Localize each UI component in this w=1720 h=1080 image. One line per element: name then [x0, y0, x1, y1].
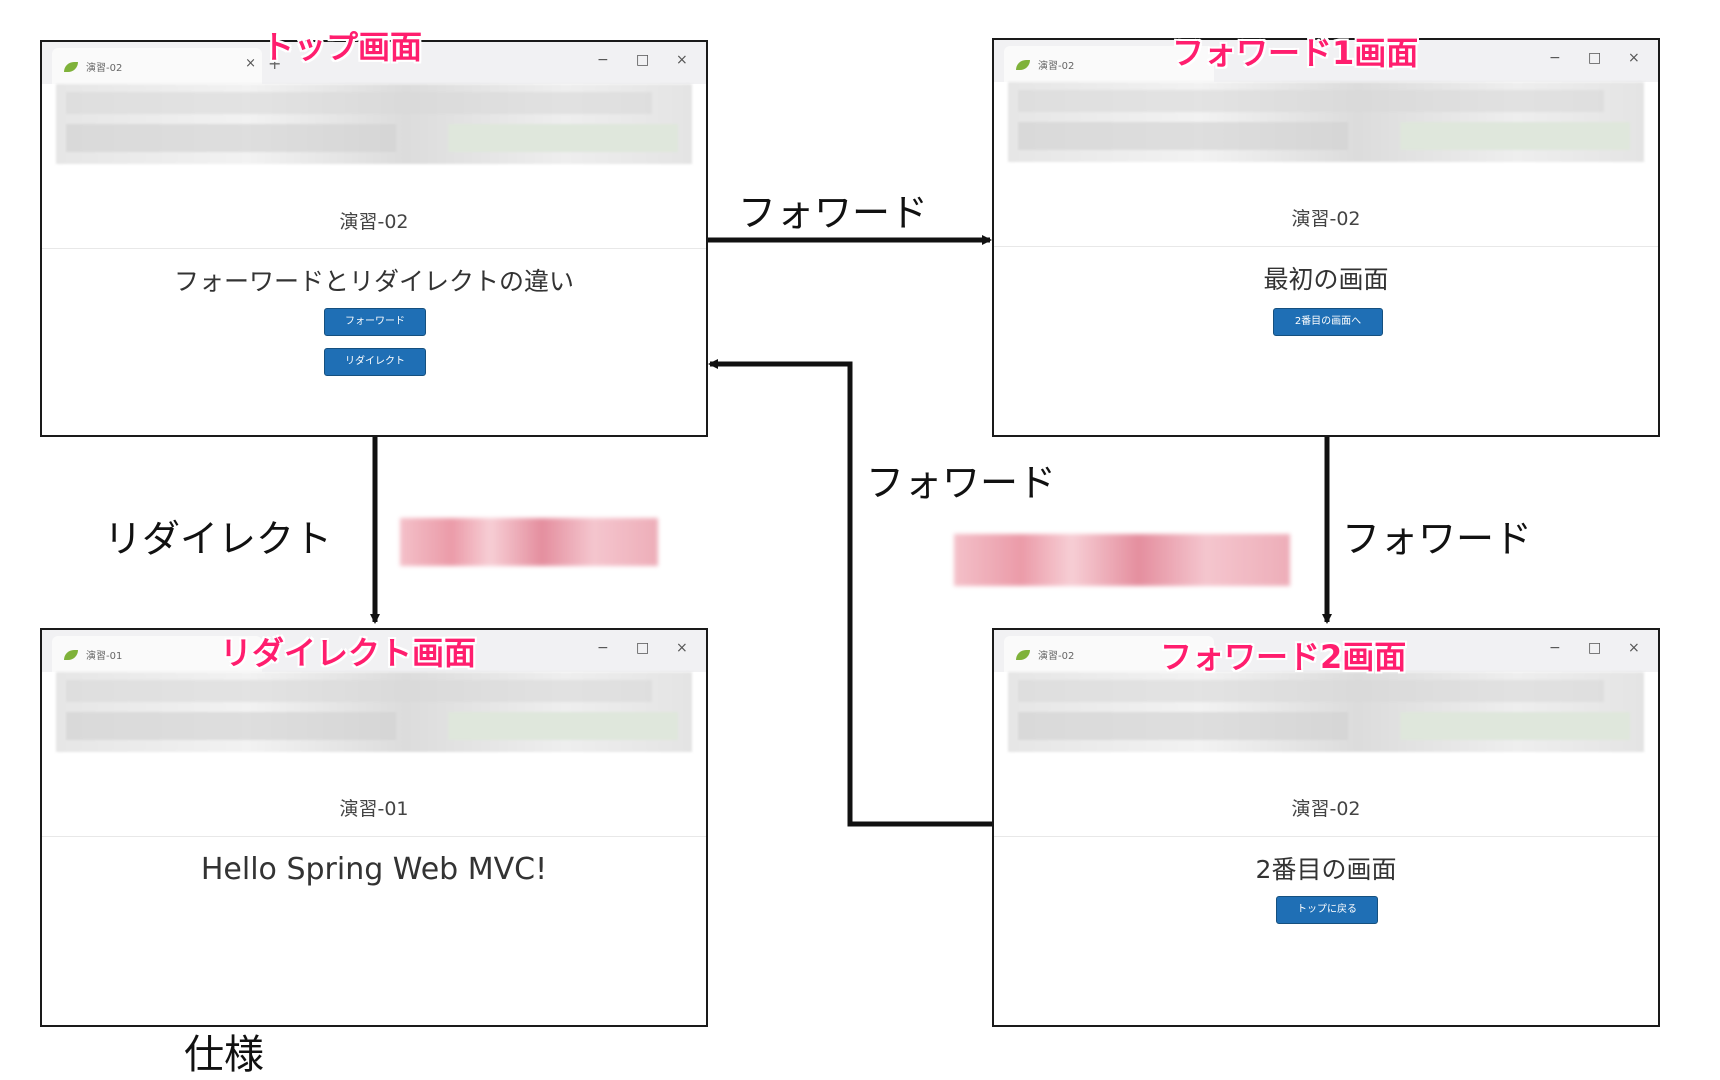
screen-title-top: トップ画面	[262, 28, 423, 66]
to-second-page-button[interactable]: 2番目の画面へ	[1273, 308, 1383, 336]
tab-close-icon[interactable]: ×	[245, 56, 256, 71]
redirect-button[interactable]: リダイレクト	[324, 348, 426, 376]
close-icon[interactable]: ×	[1628, 640, 1640, 656]
page-heading: 演習-02	[339, 211, 409, 233]
page-main-text: Hello Spring Web MVC!	[200, 852, 548, 887]
spring-leaf-icon	[1016, 60, 1030, 70]
blurred-address-bar	[56, 672, 692, 752]
spring-leaf-icon	[1016, 650, 1030, 660]
tab-title: 演習-01	[86, 651, 123, 662]
window-top: 演習-02 × + − □ × 演習-02 フォーワードとリダイレクトの違い フ…	[40, 40, 708, 437]
tab-title: 演習-02	[1038, 651, 1075, 662]
back-to-top-button[interactable]: トップに戻る	[1276, 896, 1378, 924]
tab-bar: 演習-02 − □ ×	[994, 40, 1658, 82]
window-forward1: 演習-02 − □ × 演習-02 最初の画面 2番目の画面へ	[992, 38, 1660, 437]
tab-title: 演習-02	[1038, 61, 1075, 72]
maximize-icon[interactable]: □	[1588, 50, 1602, 66]
label-fw1-to-fw2: フォワード	[1342, 517, 1533, 561]
browser-tab[interactable]: 演習-01	[52, 636, 262, 672]
screen-title-redirect: リダイレクト画面	[220, 634, 477, 672]
maximize-icon[interactable]: □	[1588, 640, 1602, 656]
label-top-to-fw1: フォワード	[738, 191, 929, 235]
page-main-text: フォーワードとリダイレクトの違い	[173, 267, 574, 296]
blurred-address-bar	[56, 84, 692, 164]
minimize-icon[interactable]: −	[597, 640, 609, 656]
browser-tab[interactable]: 演習-02 ×	[52, 48, 262, 84]
screen-title-forward2: フォワード2画面	[1160, 638, 1407, 676]
page-main-text: 2番目の画面	[1255, 855, 1397, 884]
tab-bar: 演習-01 − □ ×	[42, 630, 706, 672]
minimize-icon[interactable]: −	[597, 52, 609, 68]
window-forward2: 演習-02 − □ × 演習-02 2番目の画面 トップに戻る	[992, 628, 1660, 1027]
new-tab-icon[interactable]: +	[268, 54, 282, 73]
maximize-icon[interactable]: □	[636, 640, 650, 656]
spring-leaf-icon	[64, 62, 78, 72]
label-fw2-to-top: フォワード	[866, 461, 1057, 505]
browser-tab[interactable]: 演習-02	[1004, 46, 1214, 82]
blurred-note-redirect	[400, 518, 658, 566]
footer-partial-text: 仕様	[184, 1032, 264, 1078]
divider	[42, 248, 706, 249]
maximize-icon[interactable]: □	[636, 52, 650, 68]
tab-bar: 演習-02 × + − □ ×	[42, 42, 706, 84]
flow-arrows	[370, 235, 1332, 827]
page-heading: 演習-02	[1291, 208, 1361, 230]
page-heading: 演習-02	[1291, 798, 1361, 820]
minimize-icon[interactable]: −	[1549, 50, 1561, 66]
page-main-text: 最初の画面	[1263, 265, 1389, 294]
label-top-to-redirect: リダイレクト	[104, 517, 333, 561]
browser-tab[interactable]: 演習-02	[1004, 636, 1214, 672]
screen-title-forward1: フォワード1画面	[1172, 34, 1419, 72]
close-icon[interactable]: ×	[676, 640, 688, 656]
blurred-note-forward	[954, 534, 1290, 586]
close-icon[interactable]: ×	[1628, 50, 1640, 66]
arrow-fw2-to-top	[708, 359, 992, 827]
page-heading: 演習-01	[339, 798, 409, 820]
forward-button[interactable]: フォーワード	[324, 308, 426, 336]
close-icon[interactable]: ×	[676, 52, 688, 68]
divider	[994, 836, 1658, 837]
tab-bar: 演習-02 − □ ×	[994, 630, 1658, 672]
divider	[42, 836, 706, 837]
divider	[994, 246, 1658, 247]
tab-title: 演習-02	[86, 63, 123, 74]
spring-leaf-icon	[64, 650, 78, 660]
blurred-address-bar	[1008, 672, 1644, 752]
minimize-icon[interactable]: −	[1549, 640, 1561, 656]
window-redirect: 演習-01 − □ × 演習-01 Hello Spring Web MVC!	[40, 628, 708, 1027]
blurred-address-bar	[1008, 82, 1644, 162]
